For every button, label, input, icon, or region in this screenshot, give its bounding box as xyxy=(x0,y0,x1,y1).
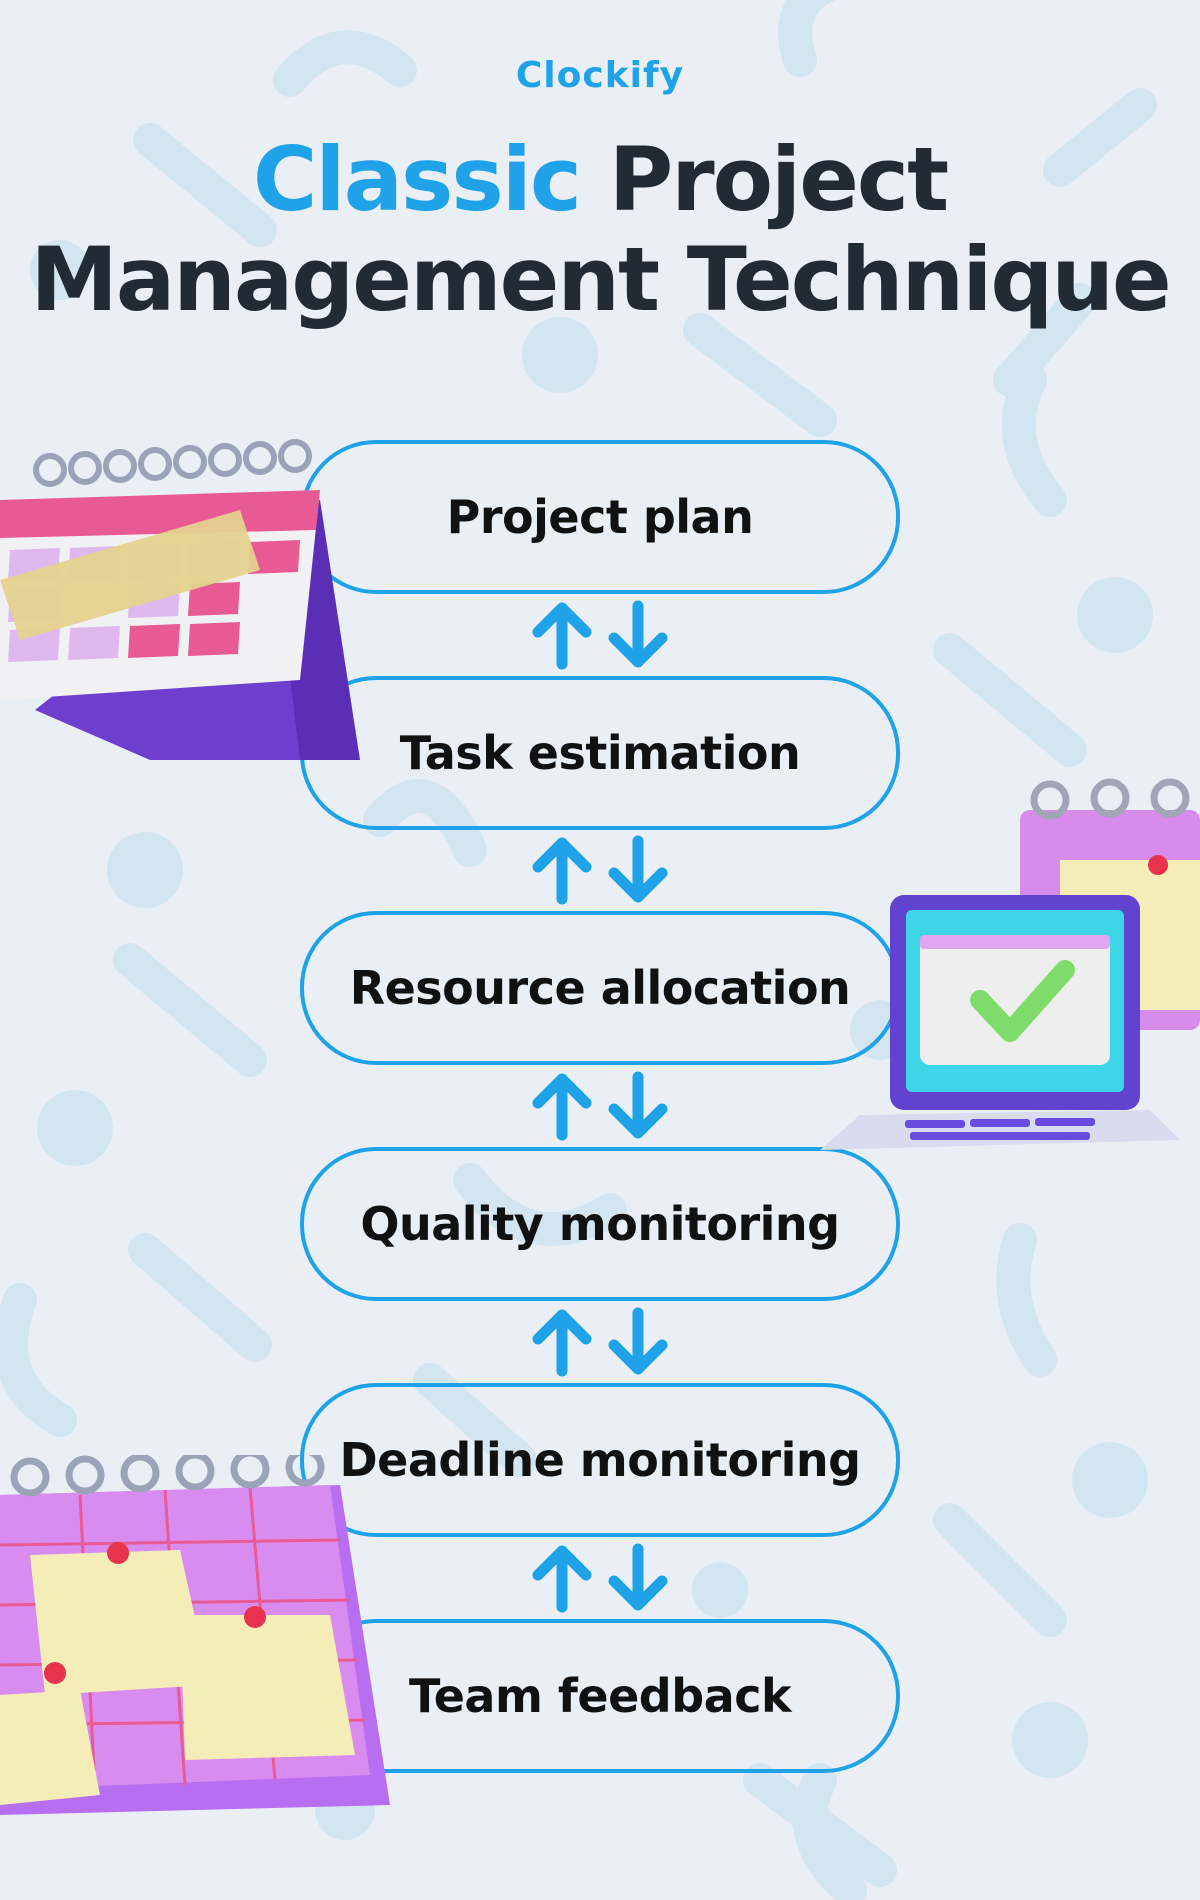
brand-name: Clockify xyxy=(515,55,685,96)
page-title: Classic Project Management Technique xyxy=(0,130,1200,330)
step-deadline-monitoring: Deadline monitoring xyxy=(300,1383,900,1537)
step-resource-allocation: Resource allocation xyxy=(300,911,900,1065)
step-quality-monitoring: Quality monitoring xyxy=(300,1147,900,1301)
title-accent: Classic xyxy=(252,128,582,231)
step-label: Team feedback xyxy=(408,1669,792,1723)
step-project-plan: Project plan xyxy=(300,440,900,594)
step-task-estimation: Task estimation xyxy=(300,676,900,830)
step-label: Task estimation xyxy=(399,726,801,780)
pinned-notes-calendar-illustration xyxy=(0,1455,390,1815)
step-label: Project plan xyxy=(446,490,754,544)
up-down-arrows-icon xyxy=(532,1543,668,1613)
desk-calendar-illustration xyxy=(0,439,360,760)
title-rest: Project xyxy=(608,128,949,231)
up-down-arrows-icon xyxy=(532,835,668,905)
laptop-checkmark-illustration xyxy=(820,778,1200,1150)
step-label: Deadline monitoring xyxy=(339,1433,861,1487)
up-down-arrows-icon xyxy=(532,1071,668,1141)
brand-logo: Clockify xyxy=(0,55,1200,96)
step-label: Resource allocation xyxy=(349,961,851,1015)
up-down-arrows-icon xyxy=(532,1307,668,1377)
up-down-arrows-icon xyxy=(532,600,668,670)
step-label: Quality monitoring xyxy=(360,1197,840,1251)
title-line2: Management Technique xyxy=(30,228,1171,331)
